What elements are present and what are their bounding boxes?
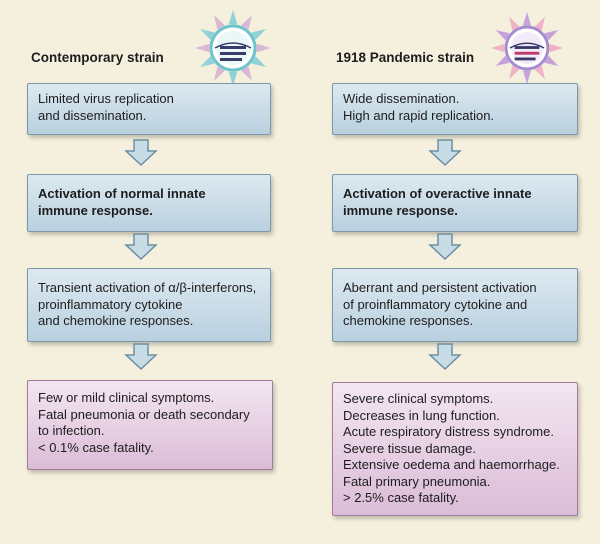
pandemic-outcome-line: Fatal primary pneumonia.: [343, 473, 491, 489]
pandemic-step-1-line: High and rapid replication.: [343, 107, 495, 123]
virus-spike: [256, 43, 271, 53]
down-arrow-icon: [124, 343, 158, 371]
pandemic-step-2-line: immune response.: [343, 202, 458, 218]
contemporary-step-3-box: Transient activation of α/β-interferons,…: [27, 268, 271, 342]
down-arrow-icon: [124, 233, 158, 261]
down-arrow-icon: [428, 343, 462, 371]
virus-spike: [228, 71, 238, 86]
virus-spike: [214, 66, 225, 81]
virus-spike: [214, 15, 225, 30]
contemporary-outcome-line: Fatal pneumonia or death secondary: [38, 406, 250, 422]
pandemic-strain-heading: 1918 Pandemic strain: [336, 50, 475, 65]
pandemic-step-3-line: of proinflammatory cytokine and: [343, 296, 528, 312]
contemporary-step-2-line: immune response.: [38, 202, 153, 218]
pandemic-outcome-line: Severe clinical symptoms.: [343, 391, 494, 406]
contemporary-outcome-line: Few or mild clinical symptoms.: [38, 390, 215, 405]
contemporary-step-1-box: Limited virus replication and disseminat…: [27, 83, 271, 135]
pandemic-step-3-line: Aberrant and persistent activation: [343, 280, 537, 295]
virus-spike: [495, 29, 510, 41]
pandemic-outcome-line: Severe tissue damage.: [343, 440, 476, 456]
contemporary-step-1-line: Limited virus replication: [38, 91, 174, 106]
virus-spike: [508, 16, 520, 31]
contemporary-step-3-line: Transient activation of α/β-interferons,: [38, 280, 257, 295]
contemporary-step-2-box: Activation of normal innate immune respo…: [27, 174, 271, 232]
down-arrow-icon: [428, 233, 462, 261]
contemporary-step-3-line: proinflammatory cytokine: [38, 296, 183, 312]
pandemic-outcome-line: Decreases in lung function.: [343, 407, 500, 423]
down-arrow-icon: [124, 139, 158, 167]
virus-spike: [195, 43, 210, 53]
contemporary-step-2-line: Activation of normal innate: [38, 186, 206, 201]
pandemic-step-1-line: Wide dissemination.: [343, 91, 460, 106]
virus-spike: [228, 10, 238, 25]
contemporary-strain-heading: Contemporary strain: [31, 50, 164, 65]
virus-spike: [200, 56, 215, 67]
pandemic-step-3-line: chemokine responses.: [343, 313, 474, 328]
virus-spike: [549, 43, 564, 53]
contemporary-outcome-line: to infection.: [38, 423, 105, 438]
pandemic-step-1-box: Wide dissemination. High and rapid repli…: [332, 83, 578, 135]
virus-spike: [534, 16, 546, 31]
contemporary-outcome-box: Few or mild clinical symptoms. Fatal pne…: [27, 380, 273, 470]
virus-spike: [241, 66, 252, 81]
pandemic-step-2-box: Activation of overactive innate immune r…: [332, 174, 578, 232]
virus-spike: [251, 56, 266, 67]
virus-spike: [490, 43, 505, 53]
pandemic-step-3-box: Aberrant and persistent activation of pr…: [332, 268, 578, 342]
pandemic-outcome-line: Extensive oedema and haemorrhage.: [343, 457, 560, 472]
contemporary-step-3-line: and chemokine responses.: [38, 313, 194, 328]
virus-spike: [544, 29, 559, 41]
contemporary-virus-icon: [195, 10, 271, 86]
contemporary-step-1-line: and dissemination.: [38, 107, 147, 123]
virus-spike: [251, 29, 266, 40]
virus-spike: [200, 29, 215, 40]
virus-spike: [544, 55, 559, 67]
virus-spike: [508, 65, 520, 80]
virus-spike: [522, 11, 532, 26]
pandemic-outcome-box: Severe clinical symptoms. Decreases in l…: [332, 382, 578, 516]
virus-spike: [534, 65, 546, 80]
down-arrow-icon: [428, 139, 462, 167]
pandemic-virus-icon: [490, 11, 564, 85]
pandemic-outcome-line: Acute respiratory distress syndrome.: [343, 424, 554, 439]
pandemic-step-2-line: Activation of overactive innate: [343, 186, 532, 201]
virus-spike: [495, 55, 510, 67]
virus-spike: [241, 15, 252, 30]
pandemic-outcome-line: > 2.5% case fatality.: [343, 490, 459, 505]
virus-spike: [522, 70, 532, 85]
contemporary-outcome-line: < 0.1% case fatality.: [38, 439, 154, 455]
